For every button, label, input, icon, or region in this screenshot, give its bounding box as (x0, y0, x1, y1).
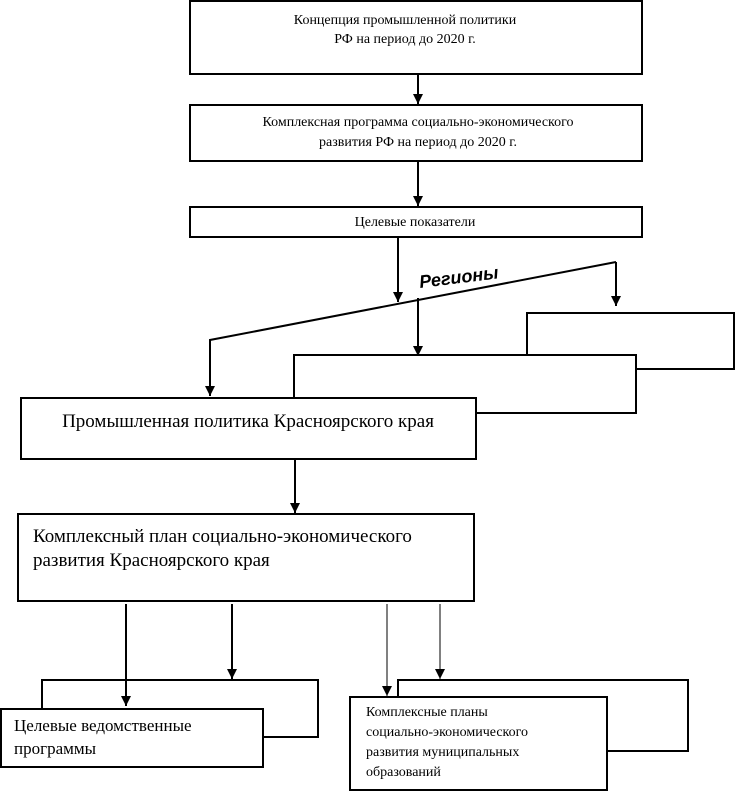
municipal-plans-box (349, 696, 608, 791)
municipal-plans-line4: образований (366, 765, 441, 780)
concept-line1: Концепция промышленной политики (294, 13, 517, 28)
concept-box (189, 0, 643, 75)
municipal-plans-line3: развития муниципальных (366, 745, 519, 760)
regions-line (205, 261, 617, 396)
dept-programs-line1: Целевые ведомственные (14, 716, 192, 735)
region-box-back (526, 312, 735, 370)
industrial-policy-box (20, 397, 477, 460)
municipal-plans-line2: социально-экономического (366, 725, 528, 740)
industrial-policy-label: Промышленная политика Красноярского края (62, 411, 434, 432)
complex-plan-box (17, 513, 475, 602)
municipal-plans-line1: Комплексные планы (366, 705, 488, 720)
complex-plan-line1: Комплексный план социально-экономическог… (33, 526, 412, 547)
target-indicators-label: Целевые показатели (355, 215, 476, 230)
complex-plan-line2: развития Красноярского края (33, 550, 270, 571)
complex-program-line2: развития РФ на период до 2020 г. (319, 135, 517, 150)
municipal-box-back (397, 679, 689, 752)
concept-line2: РФ на период до 2020 г. (334, 32, 476, 47)
dept-programs-line2: программы (14, 739, 97, 758)
dept-programs-box (0, 708, 264, 768)
complex-program-line1: Комплексная программа социально-экономич… (262, 115, 573, 130)
dept-box-back (41, 679, 319, 738)
complex-program-box (189, 104, 643, 162)
target-indicators-box (189, 206, 643, 238)
